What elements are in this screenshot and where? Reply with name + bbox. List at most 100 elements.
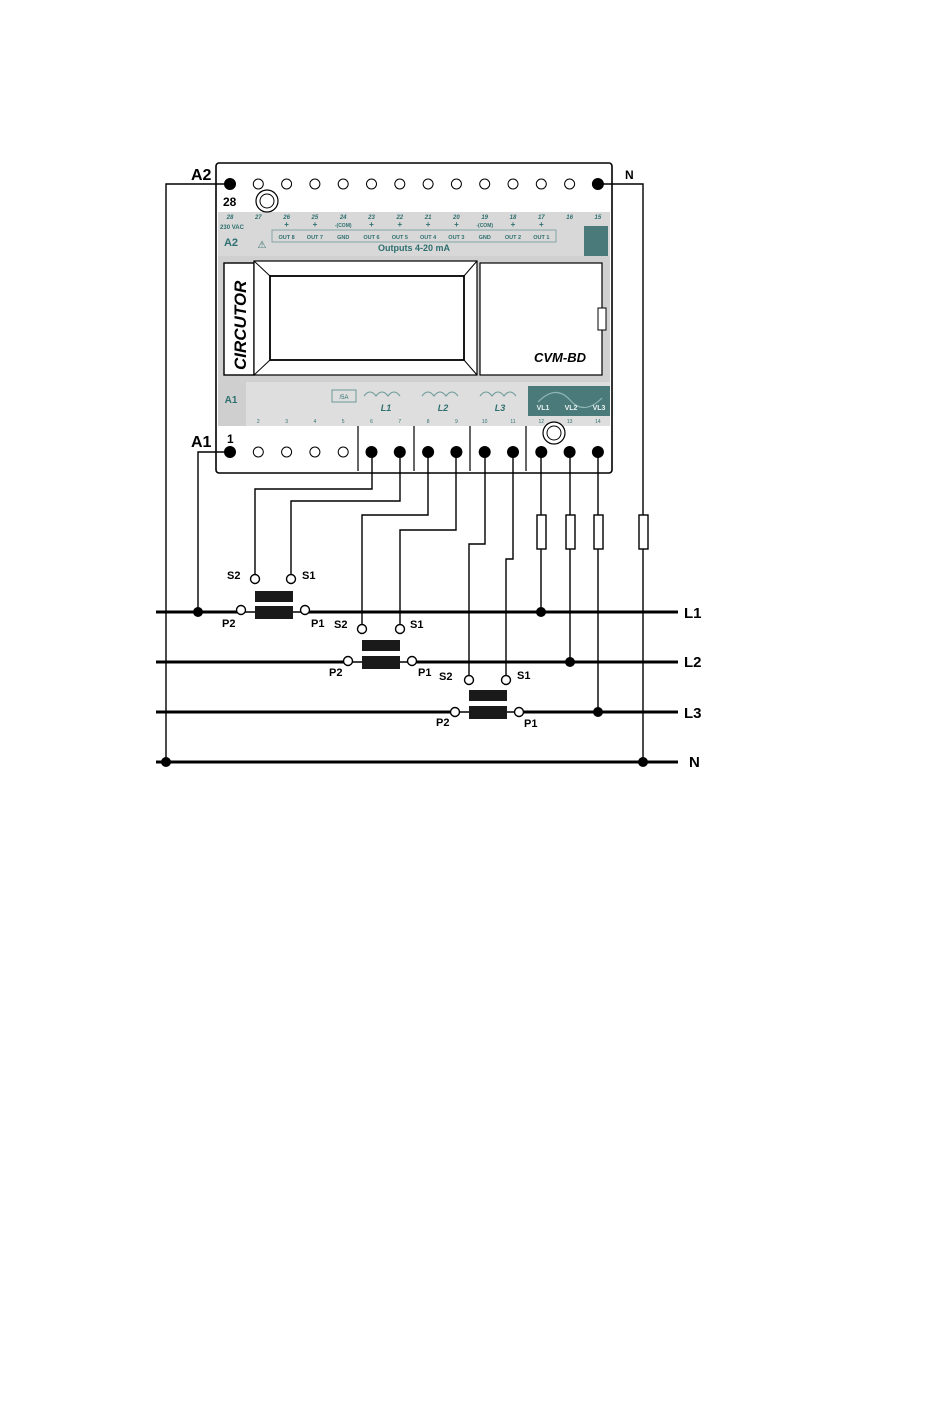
bottom-terminal-number: 13 — [567, 419, 573, 425]
voltage-input-label: VL3 — [593, 405, 606, 412]
line-label-l2: L2 — [684, 654, 702, 671]
busbars — [156, 612, 678, 762]
wire-ct3-s1 — [506, 452, 513, 680]
line-label-l1: L1 — [684, 605, 702, 622]
bottom-terminal-number: 7 — [398, 419, 401, 425]
ct1-s2-label: S2 — [227, 570, 240, 582]
bottom-terminal-number: 9 — [455, 419, 458, 425]
top-terminal-sign: + — [284, 220, 289, 229]
line-label-n: N — [689, 754, 700, 771]
top-terminal-name: OUT 4 — [420, 235, 437, 241]
top-terminal-sign: + — [426, 220, 431, 229]
fuses — [537, 515, 648, 549]
bottom-terminal-number: 11 — [510, 419, 515, 425]
top-terminal-name: GND — [479, 235, 491, 241]
top-terminal-number: 19 — [481, 215, 488, 221]
bottom-terminal-number: 14 — [595, 419, 601, 425]
top-terminal-screw — [338, 179, 348, 189]
model-label: CVM-BD — [534, 350, 587, 365]
bottom-terminal-screw — [310, 447, 320, 457]
top-terminal-screw — [480, 179, 490, 189]
ct1-p2-label: P2 — [222, 618, 235, 630]
wire-ct3-s2 — [469, 452, 485, 680]
top-terminal-screw — [367, 179, 377, 189]
meter-device: CIRCUTOR CVM-BD 230 VAC A2 Outputs 4-20 … — [216, 163, 612, 473]
top-terminal-screw — [423, 179, 433, 189]
lcd-screen — [270, 276, 464, 360]
top-terminal-name: OUT 6 — [363, 235, 379, 241]
label-1: 1 — [227, 432, 234, 446]
label-a1: A1 — [191, 434, 212, 451]
line-label-l3: L3 — [684, 705, 702, 722]
top-terminal-sign: + — [369, 220, 374, 229]
top-terminal-sign: -(COM) — [335, 223, 352, 229]
ct-3 — [451, 676, 524, 720]
ct-1 — [237, 575, 310, 620]
top-terminal-name: OUT 7 — [307, 235, 323, 241]
fuse-l1 — [537, 515, 546, 549]
top-terminal-number: 27 — [254, 215, 262, 221]
bottom-terminal-number: 12 — [539, 419, 545, 425]
fuse-neutral — [639, 515, 648, 549]
bottom-terminal-number: 6 — [370, 419, 373, 425]
top-terminal-sign: + — [454, 220, 459, 229]
fuse-l2 — [566, 515, 575, 549]
top-terminal-name: OUT 1 — [533, 235, 549, 241]
top-terminal-number: 24 — [339, 215, 347, 221]
bottom-terminal-number: 10 — [482, 419, 488, 425]
bottom-terminal-number: 2 — [257, 419, 260, 425]
ct3-s2-label: S2 — [439, 671, 452, 683]
voltage-input-label: VL1 — [537, 405, 550, 412]
ct-input-label: L2 — [438, 403, 449, 413]
label-28: 28 — [223, 195, 237, 209]
top-terminal-screw — [536, 179, 546, 189]
warning-icon: ⚠ — [258, 240, 267, 251]
mounting-screw-top — [256, 190, 278, 212]
bottom-terminal-number: 5 — [342, 419, 345, 425]
top-terminal-sign: -(COM) — [476, 223, 493, 229]
top-terminal-screw — [451, 179, 461, 189]
ct-rating-label: /5A — [339, 395, 348, 401]
current-transformers — [237, 575, 524, 720]
outputs-title: Outputs 4-20 mA — [378, 243, 451, 253]
wire-a1-supply — [198, 452, 230, 612]
ct-2 — [344, 625, 417, 670]
top-terminal-sign: + — [511, 220, 516, 229]
label-a2: A2 — [191, 167, 212, 184]
top-terminal-sign: + — [397, 220, 402, 229]
voltage-input-labels: VL1 VL2 VL3 — [537, 405, 606, 412]
mounting-screw-bottom — [543, 422, 565, 444]
bottom-terminal-number: 3 — [285, 419, 288, 425]
ct2-s1-label: S1 — [410, 619, 423, 631]
ct1-p1-label: P1 — [311, 618, 324, 630]
supply-voltage-label: 230 VAC — [220, 225, 245, 231]
top-terminal-screw — [508, 179, 518, 189]
top-terminal-screw — [310, 179, 320, 189]
fuse-l3 — [594, 515, 603, 549]
brand-logo: CIRCUTOR — [231, 280, 250, 370]
ct3-p2-label: P2 — [436, 717, 449, 729]
voltage-input-label: VL2 — [565, 405, 578, 412]
top-terminal-screw — [565, 179, 575, 189]
bottom-terminal-screw — [253, 447, 263, 457]
top-terminal-name: OUT 5 — [392, 235, 408, 241]
bottom-terminal-screw — [282, 447, 292, 457]
ct-input-label: L3 — [495, 403, 506, 413]
top-right-block — [584, 226, 608, 256]
bottom-supply-label: A1 — [225, 395, 238, 406]
top-terminal-number: 15 — [595, 215, 602, 221]
ct1-s1-label: S1 — [302, 570, 315, 582]
top-terminal-number: 16 — [566, 215, 573, 221]
ct2-s2-label: S2 — [334, 619, 347, 631]
bottom-terminal-number: 4 — [314, 419, 317, 425]
supply-terminal-label: A2 — [224, 237, 238, 249]
label-n-top: N — [625, 168, 634, 182]
top-terminal-screw — [395, 179, 405, 189]
ct-input-label: L1 — [381, 403, 392, 413]
top-terminal-screw — [282, 179, 292, 189]
top-terminal-name: OUT 8 — [278, 235, 294, 241]
ct3-p1-label: P1 — [524, 718, 537, 730]
top-terminal-sign: + — [313, 220, 318, 229]
top-terminal-name: OUT 2 — [505, 235, 521, 241]
